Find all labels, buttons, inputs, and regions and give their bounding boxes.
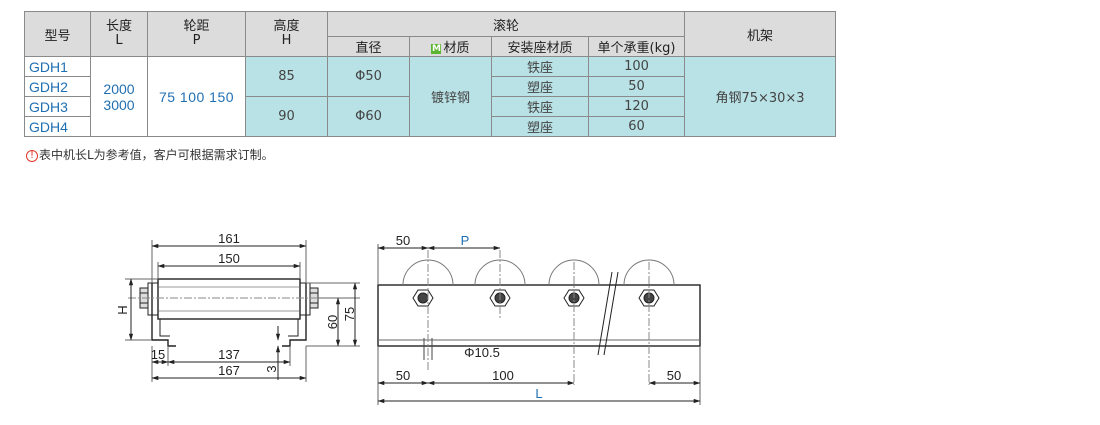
dim-l-label: L	[535, 386, 542, 401]
seat-material-cell: 塑座	[491, 116, 589, 137]
warning-circle-icon: !	[26, 150, 38, 162]
roller-body	[157, 278, 301, 320]
dim-161-label: 161	[218, 231, 240, 246]
right-end-cap	[299, 282, 311, 316]
dim-137-label: 137	[218, 347, 240, 362]
seat-material-cell: 铁座	[491, 56, 589, 77]
dim-h-label: H	[115, 305, 130, 314]
bolt-icon	[412, 289, 434, 307]
dim-hole-label: Φ10.5	[464, 345, 500, 360]
right-bracket	[282, 283, 307, 347]
seat-material-cell: 铁座	[491, 96, 589, 117]
header-model: 型号	[24, 11, 91, 57]
roller-arc	[623, 259, 675, 286]
table-note: !表中机长L为参考值，客户可根据需求订制。	[26, 146, 274, 163]
dim-75-label: 75	[342, 307, 357, 321]
dim-50-right-label: 50	[667, 368, 681, 383]
front-view	[377, 244, 701, 405]
dim-50-top-label: 50	[396, 233, 410, 248]
material-badge-icon: M	[431, 44, 442, 54]
break-line	[603, 271, 619, 356]
diameter-cell: Φ60	[327, 96, 410, 137]
header-diameter: 直径	[327, 36, 410, 57]
roller-arc	[548, 259, 600, 286]
break-line	[597, 271, 613, 356]
material-cell: 镀锌钢	[409, 56, 492, 137]
dim-150-label: 150	[218, 251, 240, 266]
dim-50-left-label: 50	[396, 368, 410, 383]
dim-167-label: 167	[218, 363, 240, 378]
dim-15-label: 15	[151, 347, 165, 362]
frame-angle	[377, 284, 701, 347]
dim-p-label: P	[461, 233, 470, 248]
height-cell: 90	[245, 96, 328, 137]
height-cell: 85	[245, 56, 328, 97]
left-end-cap	[147, 282, 159, 316]
load-cell: 100	[587, 56, 686, 77]
left-bracket	[151, 283, 176, 347]
frame-cell: 角钢75×30×3	[684, 56, 837, 137]
load-cell: 60	[587, 116, 686, 137]
side-view	[125, 240, 360, 382]
pitch-cell: 75 100 150	[147, 56, 246, 137]
dim-100-label: 100	[492, 368, 514, 383]
model-cell: GDH3	[24, 96, 91, 117]
header-seat-material: 安装座材质	[491, 36, 589, 57]
dim-60-label: 60	[325, 315, 340, 329]
model-cell: GDH4	[24, 116, 91, 137]
dim-3-label: 3	[264, 365, 279, 372]
load-cell: 120	[587, 96, 686, 117]
header-frame: 机架	[684, 11, 837, 57]
